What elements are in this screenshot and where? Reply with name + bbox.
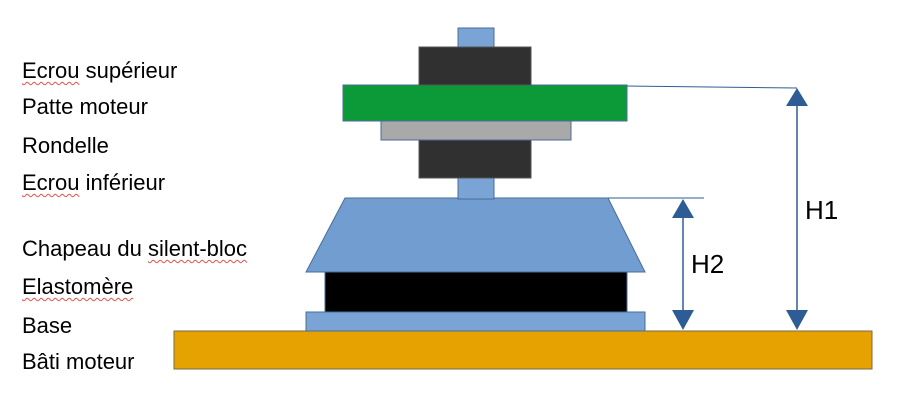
label-ecrou-inferieur-word1: Ecrou bbox=[22, 170, 80, 195]
h1-extension-line bbox=[626, 85, 798, 89]
label-elastomere-text: Elastomère bbox=[22, 274, 134, 299]
base-plate bbox=[305, 311, 646, 332]
h2-arrow-head-top bbox=[672, 199, 694, 218]
dimension-h1-label: H1 bbox=[805, 195, 839, 225]
label-chapeau: Chapeau du silent-bloc bbox=[22, 237, 247, 261]
h1-arrow-head-top bbox=[786, 88, 808, 106]
label-rondelle: Rondelle bbox=[22, 133, 109, 158]
silent-bloc-cap bbox=[305, 197, 646, 273]
elastomer-block bbox=[324, 271, 628, 313]
label-ecrou-inferieur-word2: inférieur bbox=[79, 170, 166, 195]
label-ecrou-superieur-word2: supérieur bbox=[79, 58, 178, 83]
label-base: Base bbox=[22, 313, 73, 338]
label-elastomere: Elastomère bbox=[22, 275, 133, 299]
label-ecrou-superieur-word1: Ecrou bbox=[22, 58, 80, 83]
label-bati-moteur: Bâti moteur bbox=[22, 349, 135, 374]
label-chapeau-word2: silent-bloc bbox=[148, 236, 248, 261]
label-patte-moteur: Patte moteur bbox=[22, 94, 148, 119]
upper-nut bbox=[418, 46, 532, 86]
engine-frame bbox=[173, 330, 873, 370]
label-chapeau-word1: Chapeau du bbox=[22, 236, 148, 261]
h1-arrow-head-bottom bbox=[786, 310, 808, 330]
label-ecrou-superieur: Ecrou supérieur bbox=[22, 59, 177, 83]
h2-arrow-head-bottom bbox=[672, 310, 694, 330]
lower-nut bbox=[418, 139, 532, 179]
dimension-h2-label: H2 bbox=[691, 249, 725, 279]
engine-bracket bbox=[342, 84, 628, 122]
label-ecrou-inferieur: Ecrou inférieur bbox=[22, 171, 165, 195]
washer bbox=[380, 120, 572, 141]
